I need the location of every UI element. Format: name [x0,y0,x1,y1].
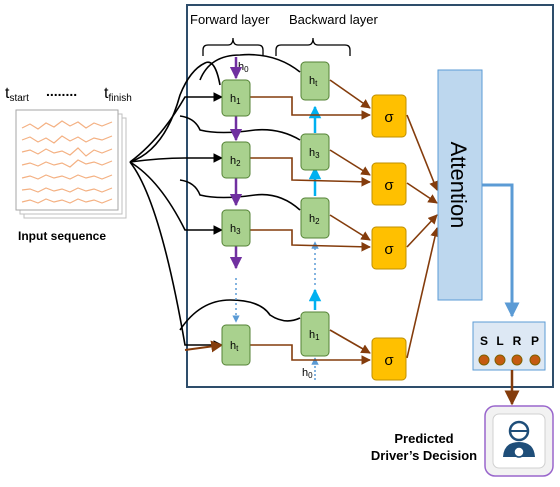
h0-bottom-label: h0 [302,367,313,380]
svg-text:h1: h1 [230,93,241,106]
backward-cell-1: h1 [300,311,330,357]
sigma-t: σ [371,337,407,381]
sigma-1: σ [371,94,407,138]
sigma-2: σ [371,162,407,206]
input-fanout [129,61,301,350]
attention-to-output-arrow [482,183,520,318]
signal-lines [21,120,113,204]
class-S: S [480,334,488,348]
svg-text:h3: h3 [309,147,320,160]
cross-arcs [199,53,301,81]
svg-text:ht: ht [309,75,318,88]
driver-decision-icon [484,405,554,477]
svg-text:ht: ht [230,340,239,353]
class-L: L [496,334,503,348]
prediction-caption-line2: Driver’s Decision [371,448,477,463]
svg-text:σ: σ [384,352,394,369]
input-sequence-icon [15,109,127,219]
svg-text:h1: h1 [309,329,320,342]
class-P: P [531,334,539,348]
svg-text:h3: h3 [230,223,241,236]
sigma-3: σ [371,226,407,270]
model-frame [186,4,554,388]
attention-block: Attention [437,69,483,301]
svg-text:Attention: Attention [446,142,471,229]
svg-text:σ: σ [384,241,394,258]
svg-text:h2: h2 [309,213,320,226]
backward-layer-label: Backward layer [289,12,379,27]
forward-layer-label: Forward layer [190,12,270,27]
forward-cell-2: h2 [221,141,251,179]
forward-brace [202,37,264,56]
backward-cell-3: h3 [300,133,330,171]
t-finish-label: tfinish [104,85,132,104]
input-sequence-caption: Input sequence [18,229,106,243]
class-L-dot [494,354,506,366]
forward-cell-3: h3 [221,209,251,247]
class-S-dot [478,354,490,366]
prediction-caption-line1: Predicted [394,431,453,446]
svg-text:h2: h2 [230,155,241,168]
output-classes-panel: S L R P [472,321,546,371]
class-R-dot [511,354,523,366]
bottom-brown-input-arrow [184,340,224,353]
h0-top-label: h0 [238,61,249,74]
class-R: R [513,334,522,348]
cell-to-sigma-arrows [250,79,371,365]
backward-brace [275,37,351,56]
time-dots: ........ [46,83,77,99]
backward-cell-t: ht [300,61,330,101]
forward-cell-t: ht [221,324,251,366]
sigma-to-attention-arrows [406,114,440,359]
forward-cell-1: h1 [221,79,251,117]
class-P-dot [529,354,541,366]
backward-cell-2: h2 [300,197,330,239]
svg-text:σ: σ [384,109,394,126]
t-start-label: tstart [5,85,29,104]
svg-text:σ: σ [384,177,394,194]
